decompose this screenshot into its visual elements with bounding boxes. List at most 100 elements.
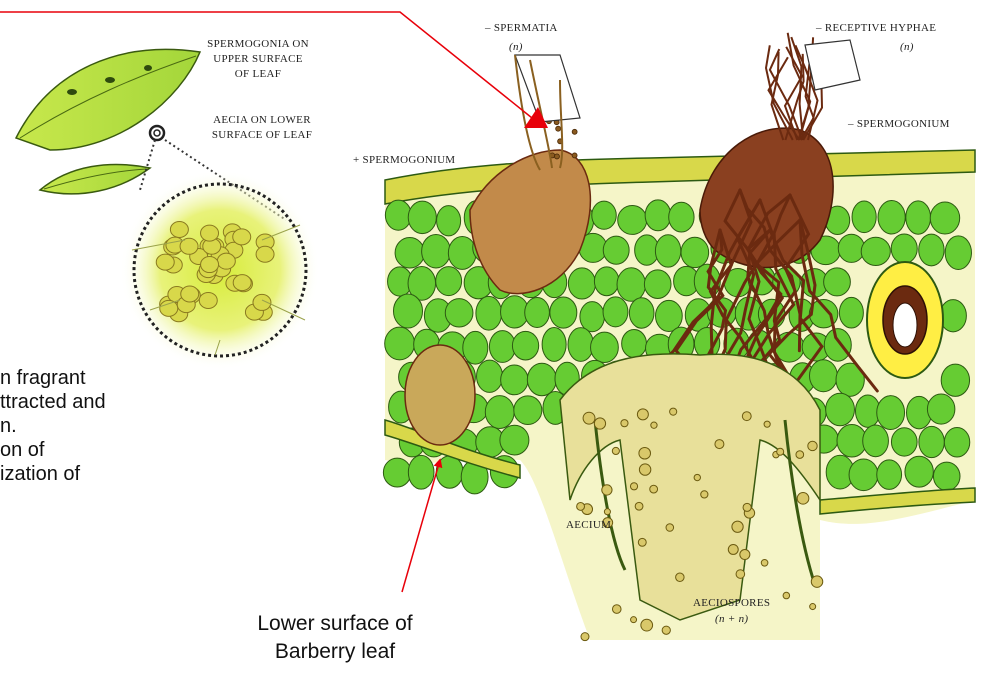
mesophyll-cell (838, 234, 864, 262)
mesophyll-cell (824, 329, 851, 362)
svg-text:OF LEAF: OF LEAF (235, 68, 281, 80)
aeciospores-ploidy: (n + n) (715, 613, 748, 625)
aeciospore (637, 409, 648, 420)
mesophyll-cell (618, 206, 647, 235)
mesophyll-cell (945, 236, 971, 270)
aecium-spore (233, 229, 251, 245)
aeciospore (639, 447, 651, 459)
mesophyll-cell (500, 425, 529, 455)
aeciospore (761, 559, 768, 566)
spermatium (572, 153, 577, 158)
mesophyll-cell (906, 201, 931, 234)
spermogonia-upper-label: SPERMOGONIA ON UPPER SURFACE OF LEAF (207, 38, 309, 80)
mesophyll-cell (514, 396, 542, 425)
mesophyll-cell (905, 456, 933, 487)
aeciospores-label: AECIOSPORES (693, 597, 770, 609)
mesophyll-cell (594, 267, 619, 296)
spermatium (572, 129, 577, 134)
aecium-spore (170, 222, 188, 238)
mesophyll-cell (877, 396, 905, 430)
aeciospore (662, 626, 670, 634)
aeciospore (701, 491, 708, 498)
aeciospore (810, 604, 816, 610)
aeciospore (740, 550, 750, 560)
aeciospore (715, 440, 724, 449)
aeciospore (631, 617, 637, 623)
lower-surface-callout: Lower surface of Barberry leaf (195, 610, 475, 666)
aecium-spore (156, 254, 174, 270)
barberry-leaf-small (40, 164, 150, 193)
mesophyll-cell (681, 237, 709, 267)
mesophyll-cell (617, 268, 646, 302)
mesophyll-cell (591, 332, 619, 362)
mesophyll-cell (395, 238, 424, 268)
aecium-spore (217, 253, 235, 269)
mesophyll-cell (422, 234, 451, 267)
mesophyll-cell (385, 327, 415, 360)
mesophyll-cell (448, 236, 476, 269)
mesophyll-cell (941, 364, 969, 396)
body-text-fragment: n fragrant ttracted and n. on of ization… (0, 366, 106, 486)
body-text-line: ttracted and (0, 390, 106, 414)
mesophyll-cell (408, 201, 436, 233)
mesophyll-cell (603, 236, 629, 264)
mesophyll-cell (568, 268, 595, 299)
aeciospore (602, 485, 612, 495)
mesophyll-cell (669, 202, 694, 232)
callout-line: Lower surface of (195, 610, 475, 638)
aecium-spore (201, 257, 219, 273)
body-text-line: on of (0, 438, 106, 462)
mesophyll-cell (644, 270, 671, 299)
aeciospore (743, 503, 751, 511)
aecium-spore (199, 292, 217, 308)
aeciospore (728, 544, 738, 554)
mesophyll-cell (878, 201, 905, 234)
plus-spermogonium-label: + SPERMOGONIUM (353, 154, 455, 166)
mesophyll-cell (542, 327, 566, 361)
aecium-spore (181, 286, 199, 302)
aeciospore (797, 493, 809, 505)
mesophyll-cell (919, 234, 944, 266)
aeciospore (764, 421, 770, 427)
aeciospore (670, 408, 677, 415)
mesophyll-cell (645, 200, 671, 231)
mesophyll-cell (501, 365, 528, 395)
receptive-hyphae-flag (805, 40, 860, 90)
mesophyll-cell (933, 462, 960, 490)
aeciospore (732, 521, 743, 532)
hypha (772, 52, 784, 140)
aeciospore (650, 485, 658, 493)
aeciospore (777, 448, 784, 455)
body-text-line: n. (0, 414, 106, 438)
callout-line: Barberry leaf (195, 638, 475, 666)
spermatia-label: – SPERMATIA (484, 22, 558, 34)
mesophyll-cell (408, 455, 434, 489)
mesophyll-cell (826, 393, 855, 426)
svg-text:SPERMOGONIA ON: SPERMOGONIA ON (207, 38, 309, 50)
mesophyll-cell (568, 328, 593, 362)
mesophyll-cell (445, 299, 473, 327)
mesophyll-cell (891, 428, 917, 456)
receptive-hyphae-ploidy: (n) (900, 41, 914, 53)
mesophyll-cell (489, 331, 515, 363)
aeciospore (742, 412, 751, 421)
mesophyll-cell (385, 200, 411, 230)
body-text-line: ization of (0, 462, 106, 486)
mesophyll-cell (477, 360, 503, 392)
svg-text:UPPER SURFACE: UPPER SURFACE (213, 53, 303, 65)
minus-spermogonium-label: – SPERMOGONIUM (847, 118, 950, 130)
aeciospore (783, 592, 790, 599)
aeciospore (630, 483, 637, 490)
aeciospore (694, 474, 700, 480)
magnified-spot (150, 126, 164, 140)
aeciospore (666, 524, 674, 532)
mesophyll-cell (694, 264, 720, 298)
aeciospore (604, 509, 610, 515)
mesophyll-cell (527, 363, 556, 395)
mesophyll-cell (603, 297, 628, 327)
mesophyll-cell (550, 297, 577, 328)
small-aecium (405, 345, 475, 445)
mesophyll-cell (463, 331, 488, 364)
mesophyll-cell (622, 330, 647, 358)
